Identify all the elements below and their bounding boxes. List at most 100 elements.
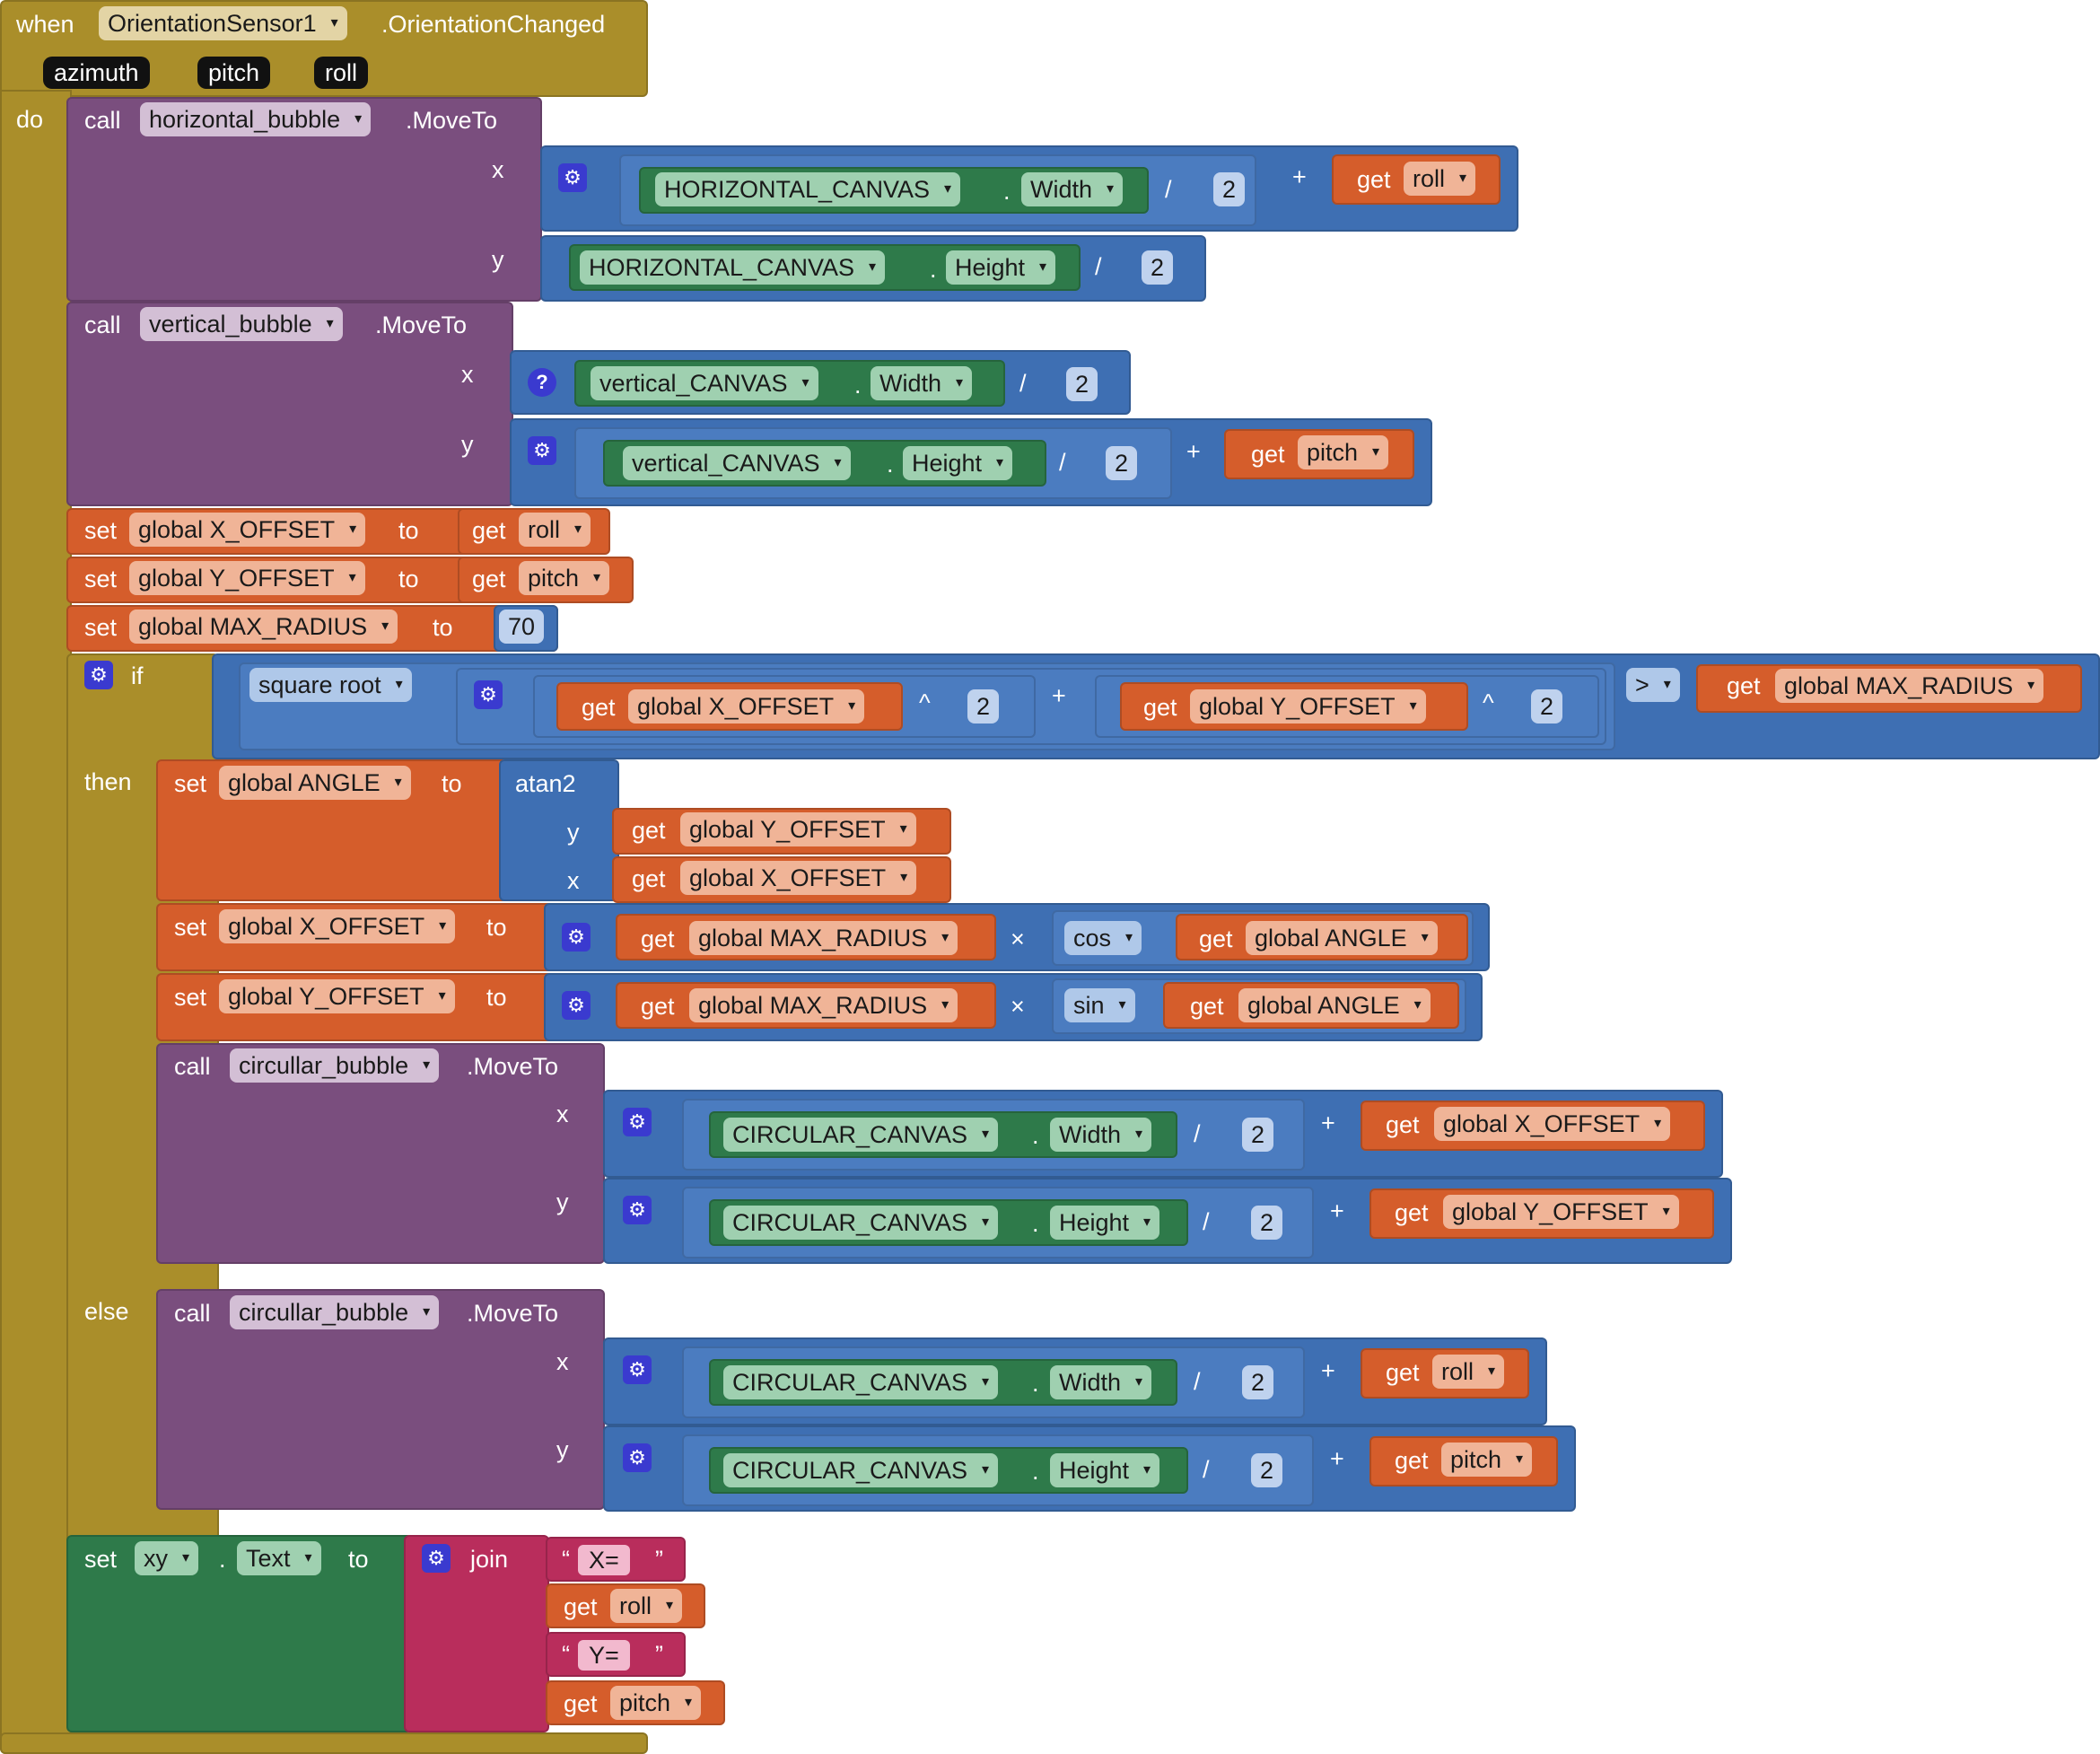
plus-operator: + [1052, 682, 1066, 709]
vertical-canvas-dropdown[interactable]: vertical_CANVAS▾ [591, 366, 818, 400]
circular-canvas-dropdown[interactable]: CIRCULAR_CANVAS▾ [723, 1365, 999, 1399]
set-label: set [84, 517, 118, 544]
pitch-dropdown[interactable]: pitch▾ [519, 561, 610, 595]
global-y-offset-dropdown[interactable]: global Y_OFFSET▾ [219, 979, 455, 1013]
global-max-radius-dropdown[interactable]: global MAX_RADIUS▾ [689, 988, 958, 1022]
gear-icon[interactable]: ⚙ [422, 1544, 451, 1573]
width-property-dropdown[interactable]: Width▾ [1050, 1118, 1152, 1152]
chevron-down-icon: ▾ [348, 570, 356, 585]
number-2[interactable]: 2 [1242, 1365, 1274, 1399]
horizontal-canvas-dropdown[interactable]: HORIZONTAL_CANVAS▾ [580, 250, 886, 285]
chevron-down-icon: ▾ [941, 997, 949, 1013]
global-y-offset-dropdown[interactable]: global Y_OFFSET▾ [1190, 689, 1426, 724]
number-2[interactable]: 2 [967, 689, 1000, 724]
chevron-down-icon: ▾ [349, 522, 357, 537]
get-label: get [582, 694, 616, 721]
get-label: get [641, 925, 675, 952]
height-property-dropdown[interactable]: Height▾ [946, 250, 1056, 285]
cos-dropdown[interactable]: cos▾ [1064, 921, 1142, 955]
text-y-equals[interactable]: Y= [578, 1640, 630, 1671]
global-y-offset-dropdown[interactable]: global Y_OFFSET▾ [129, 561, 365, 595]
divide-operator: / [1194, 1368, 1201, 1395]
global-max-radius-dropdown[interactable]: global MAX_RADIUS▾ [129, 610, 398, 644]
vertical-canvas-dropdown[interactable]: vertical_CANVAS▾ [623, 446, 851, 480]
gear-icon[interactable]: ⚙ [562, 991, 591, 1020]
pitch-dropdown[interactable]: pitch▾ [1298, 435, 1389, 469]
global-x-offset-dropdown[interactable]: global X_OFFSET▾ [219, 909, 456, 943]
global-x-offset-dropdown[interactable]: global X_OFFSET▾ [1434, 1107, 1671, 1141]
number-2[interactable]: 2 [1531, 689, 1563, 724]
xy-component-dropdown[interactable]: xy▾ [135, 1541, 198, 1575]
component-dropdown[interactable]: OrientationSensor1▾ [99, 6, 347, 40]
compare-operator-dropdown[interactable]: >▾ [1626, 668, 1680, 702]
gear-icon[interactable]: ⚙ [528, 436, 556, 465]
number-2[interactable]: 2 [1213, 172, 1246, 206]
roll-dropdown[interactable]: roll▾ [1404, 162, 1476, 196]
global-angle-dropdown[interactable]: global ANGLE▾ [1238, 988, 1431, 1022]
horizontal-bubble-dropdown[interactable]: horizontal_bubble▾ [140, 102, 372, 136]
roll-dropdown[interactable]: roll▾ [519, 513, 591, 547]
chevron-down-icon: ▾ [801, 375, 809, 390]
circular-canvas-dropdown[interactable]: CIRCULAR_CANVAS▾ [723, 1118, 999, 1152]
roll-dropdown[interactable]: roll▾ [610, 1589, 683, 1623]
pitch-dropdown[interactable]: pitch▾ [610, 1686, 702, 1720]
global-x-offset-dropdown[interactable]: global X_OFFSET▾ [129, 513, 366, 547]
circular-canvas-dropdown[interactable]: CIRCULAR_CANVAS▾ [723, 1206, 999, 1240]
number-2[interactable]: 2 [1142, 250, 1174, 285]
param-roll[interactable]: roll [314, 57, 369, 89]
get-label: get [1727, 672, 1761, 699]
number-2[interactable]: 2 [1066, 367, 1098, 401]
arg-x-label: x [567, 867, 580, 894]
circullar-bubble-dropdown[interactable]: circullar_bubble▾ [230, 1295, 440, 1329]
param-pitch[interactable]: pitch [197, 57, 271, 89]
height-property-dropdown[interactable]: Height▾ [1050, 1206, 1160, 1240]
global-angle-dropdown[interactable]: global ANGLE▾ [219, 766, 411, 800]
width-property-dropdown[interactable]: Width▾ [1021, 172, 1124, 206]
circular-canvas-dropdown[interactable]: CIRCULAR_CANVAS▾ [723, 1453, 999, 1487]
vertical-bubble-dropdown[interactable]: vertical_bubble▾ [140, 307, 343, 341]
circullar-bubble-dropdown[interactable]: circullar_bubble▾ [230, 1048, 440, 1083]
chevron-down-icon: ▾ [1458, 171, 1467, 186]
call-label: call [84, 311, 121, 338]
global-y-offset-dropdown[interactable]: global Y_OFFSET▾ [1443, 1195, 1679, 1229]
set-label: set [174, 984, 207, 1011]
pitch-dropdown[interactable]: pitch▾ [1441, 1443, 1533, 1477]
width-property-dropdown[interactable]: Width▾ [1050, 1365, 1152, 1399]
gear-icon[interactable]: ⚙ [623, 1108, 652, 1136]
roll-dropdown[interactable]: roll▾ [1432, 1355, 1505, 1389]
sin-dropdown[interactable]: sin▾ [1064, 988, 1135, 1022]
global-max-radius-dropdown[interactable]: global MAX_RADIUS▾ [689, 921, 958, 955]
chevron-down-icon: ▾ [439, 918, 447, 934]
question-icon[interactable]: ? [528, 368, 556, 397]
horizontal-canvas-dropdown[interactable]: HORIZONTAL_CANVAS▾ [655, 172, 961, 206]
chevron-down-icon: ▾ [982, 1374, 990, 1390]
height-property-dropdown[interactable]: Height▾ [903, 446, 1013, 480]
gear-icon[interactable]: ⚙ [562, 923, 591, 952]
gear-icon[interactable]: ⚙ [558, 163, 587, 192]
gear-icon[interactable]: ⚙ [84, 661, 113, 689]
gear-icon[interactable]: ⚙ [623, 1355, 652, 1384]
text-x-equals[interactable]: X= [578, 1545, 630, 1575]
gear-icon[interactable]: ⚙ [623, 1196, 652, 1224]
square-root-dropdown[interactable]: square root▾ [249, 668, 412, 702]
global-angle-dropdown[interactable]: global ANGLE▾ [1246, 921, 1438, 955]
number-2[interactable]: 2 [1106, 446, 1138, 480]
chevron-down-icon: ▾ [1421, 930, 1429, 945]
gear-icon[interactable]: ⚙ [623, 1443, 652, 1472]
global-x-offset-dropdown[interactable]: global X_OFFSET▾ [628, 689, 865, 724]
number-2[interactable]: 2 [1251, 1206, 1283, 1240]
text-property-dropdown[interactable]: Text▾ [237, 1541, 321, 1575]
gear-icon[interactable]: ⚙ [474, 680, 503, 709]
width-property-dropdown[interactable]: Width▾ [871, 366, 973, 400]
number-2[interactable]: 2 [1251, 1453, 1283, 1487]
height-property-dropdown[interactable]: Height▾ [1050, 1453, 1160, 1487]
global-max-radius-dropdown[interactable]: global MAX_RADIUS▾ [1775, 669, 2044, 703]
number-70[interactable]: 70 [499, 610, 545, 644]
global-x-offset-dropdown[interactable]: global X_OFFSET▾ [680, 861, 917, 895]
to-label: to [398, 566, 419, 592]
number-2[interactable]: 2 [1242, 1118, 1274, 1152]
set-global-angle[interactable] [156, 759, 508, 901]
global-y-offset-dropdown[interactable]: global Y_OFFSET▾ [680, 812, 916, 846]
param-azimuth[interactable]: azimuth [43, 57, 150, 89]
